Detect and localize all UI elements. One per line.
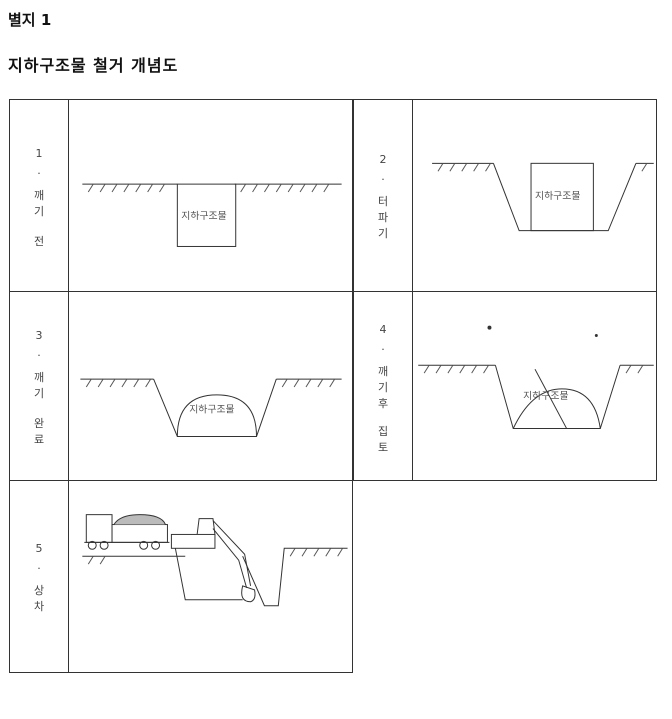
panel-2-char: 파 [377, 211, 389, 224]
panel-2-structure-label: 지하구조물 [535, 189, 580, 202]
panel-3-sketch: 지하구조물 [68, 292, 352, 480]
panel-2-number: 2 [379, 153, 387, 166]
panel-3-char: 기 [33, 387, 45, 400]
panel-1-sketch: 지하구조물 [68, 100, 352, 291]
panel-3-dot: · [37, 349, 41, 362]
panel-4-label-column: 4 · 깨 기 후 집 토 [354, 292, 413, 480]
panel-3-char: 깨 [33, 371, 45, 384]
underground-structure-block [176, 183, 237, 247]
panel-1-before-breaking: 1 · 깨 기 전 지하구조물 [9, 99, 353, 292]
panel-5-char: 차 [33, 600, 45, 613]
panel-1-number: 1 [35, 147, 43, 160]
panel-4-stockpiling-after-breaking: 4 · 깨 기 후 집 토 지하구조물 [353, 291, 657, 481]
panel-4-number: 4 [379, 323, 387, 336]
underground-structure-block [530, 162, 594, 232]
panel-4-char: 토 [377, 441, 389, 454]
panel-4-sketch: 지하구조물 [412, 292, 656, 480]
panel-2-char: 기 [377, 227, 389, 240]
panel-4-char: 후 [377, 397, 389, 410]
panel-3-char: 료 [33, 433, 45, 446]
panel-2-excavation: 2 · 터 파 기 지하구조물 [353, 99, 657, 292]
panel-1-char: 전 [33, 235, 45, 248]
attachment-label: 별지 1 [8, 11, 52, 29]
panel-3-label-column: 3 · 깨 기 완 료 [10, 292, 69, 480]
panel-5-char: 상 [33, 584, 45, 597]
panel-5-number: 5 [35, 542, 43, 555]
panel-2-label-column: 2 · 터 파 기 [354, 100, 413, 291]
panel-4-char: 집 [377, 425, 389, 438]
panel-1-label-column: 1 · 깨 기 전 [10, 100, 69, 291]
panel-5-sketch [68, 481, 352, 672]
panel-2-dot: · [381, 173, 385, 186]
broken-debris-pile [176, 394, 257, 437]
page-title: 지하구조물 철거 개념도 [8, 56, 179, 75]
panel-4-char: 깨 [377, 365, 389, 378]
panel-1-char: 기 [33, 205, 45, 218]
panel-3-structure-label: 지하구조물 [189, 403, 234, 416]
excavator [170, 518, 256, 603]
panel-2-char: 터 [377, 195, 389, 208]
panel-5-loading: 5 · 상 차 [9, 480, 353, 673]
panel-3-breaking-complete: 3 · 깨 기 완 료 지하구조물 [9, 291, 353, 481]
panel-2-sketch: 지하구조물 [412, 100, 656, 291]
panel-4-dot: · [381, 343, 385, 356]
panel-4-structure-label: 지하구조물 [523, 389, 568, 402]
stockpiled-debris [512, 388, 601, 429]
dump-truck [84, 514, 170, 550]
panel-5-label-column: 5 · 상 차 [10, 481, 69, 672]
panel-1-structure-label: 지하구조물 [181, 209, 226, 222]
panel-1-char: 깨 [33, 189, 45, 202]
panel-3-number: 3 [35, 329, 43, 342]
panel-3-char: 완 [33, 417, 45, 430]
panel-4-char: 기 [377, 381, 389, 394]
panel-1-dot: · [37, 167, 41, 180]
panel-5-dot: · [37, 562, 41, 575]
